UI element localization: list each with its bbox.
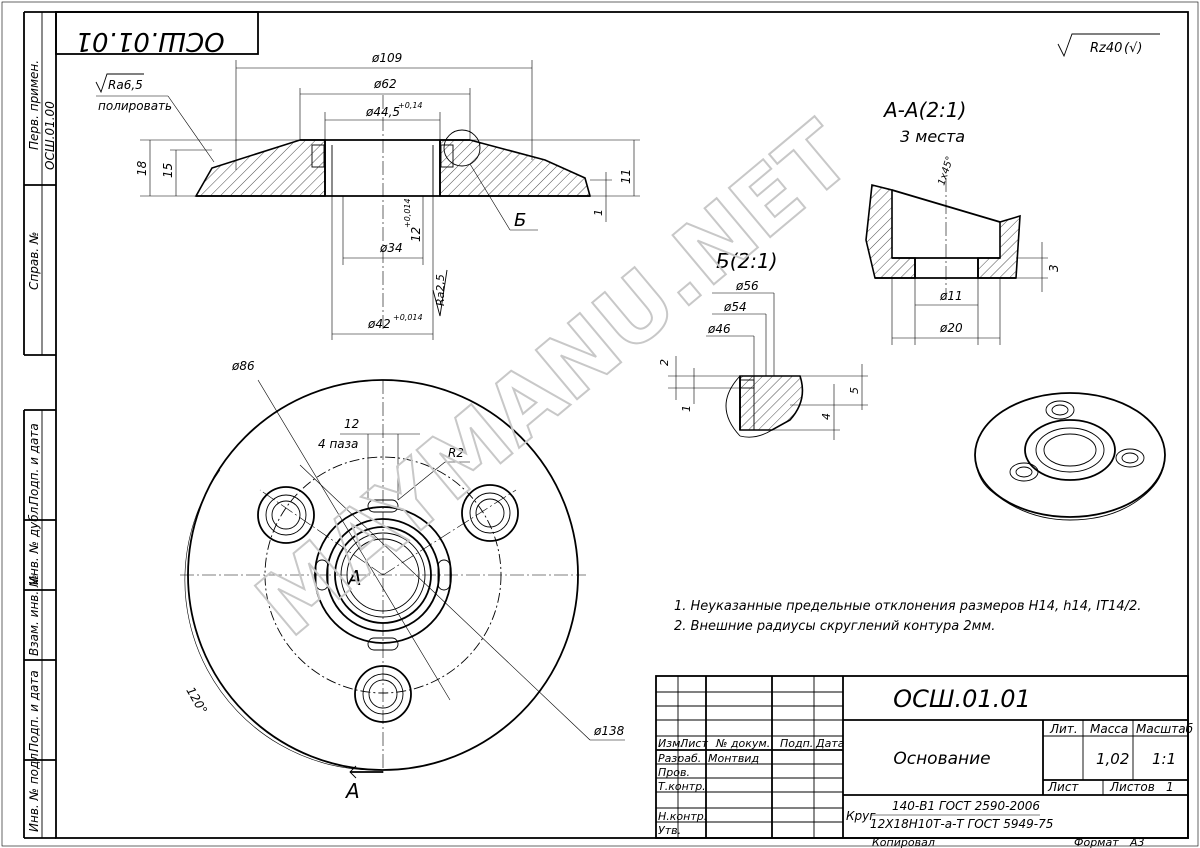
technical-notes: 1. Неуказанные предельные отклонения раз… xyxy=(674,599,1141,634)
detail-b: Б(2:1) ø56 ø54 ø46 2 1 5 4 xyxy=(658,249,868,440)
section-mark-center: А xyxy=(346,566,362,590)
dim-h15: 15 xyxy=(161,163,175,178)
general-roughness: Rz40 (√) xyxy=(1057,33,1160,58)
side-label-first-use: Перв. примен. xyxy=(27,60,41,150)
tb-scale-label: Масштаб xyxy=(1136,722,1194,736)
tb-role-check: Пров. xyxy=(658,766,690,779)
detail-b-v4: 4 xyxy=(820,413,833,420)
tb-format-label: Формат xyxy=(1074,836,1119,848)
rotated-code-box xyxy=(55,11,259,55)
plan-angle: 120° xyxy=(183,685,210,717)
tb-copied: Копировал xyxy=(872,836,935,848)
plan-slot-count: 4 паза xyxy=(318,437,358,451)
plan-slot-width: 12 xyxy=(344,417,359,431)
left-strip: Перв. примен. ОСШ.01.00 Справ. № Подп. и… xyxy=(23,11,57,839)
dim-ra2-5: Ra2,5 xyxy=(434,274,447,306)
dim-d109: ø109 xyxy=(371,51,402,65)
side-label-ref: Справ. № xyxy=(27,232,41,290)
side-label-sign-2: Подп. и дата xyxy=(27,670,41,752)
tb-sheets-label: Листов xyxy=(1109,780,1155,794)
dim-d42: ø42 xyxy=(367,317,391,331)
tb-dev-name: Монтвид xyxy=(708,752,759,765)
detail-b-title: Б(2:1) xyxy=(716,249,778,273)
note-2: 2. Внешние радиусы скруглений контура 2м… xyxy=(674,619,995,634)
section-a-d11: ø11 xyxy=(939,289,963,303)
plan-d86: ø86 xyxy=(231,359,255,373)
note-1: 1. Неуказанные предельные отклонения раз… xyxy=(674,599,1141,614)
tb-mass-label: Масса xyxy=(1090,722,1128,736)
plan-radius: R2 xyxy=(448,446,464,460)
general-roughness-value: Rz40 xyxy=(1090,41,1122,56)
dim-d34: ø34 xyxy=(379,241,403,255)
tb-material-prefix: Круг xyxy=(846,809,876,823)
tb-material-line1: 140-В1 ГОСТ 2590-2006 xyxy=(892,799,1040,813)
tb-sheet-label: Лист xyxy=(1047,780,1079,794)
section-mark-bottom: А xyxy=(344,779,360,803)
side-label-sign-1: Подп. и дата xyxy=(27,423,41,505)
tb-role-tcontrol: Т.контр. xyxy=(658,780,706,793)
section-a-places: 3 места xyxy=(900,127,965,146)
side-label-repl: Взам. инв. № xyxy=(27,575,41,656)
tb-role-approve: Утв. xyxy=(658,824,681,837)
isometric-view xyxy=(974,392,1166,521)
tb-role-ncontrol: Н.контр. xyxy=(658,810,707,823)
detail-b-d54: ø54 xyxy=(723,300,747,314)
tb-col-doc: № докум. xyxy=(715,737,770,750)
dim-d44-5: ø44,5 xyxy=(365,105,400,119)
section-a-v3: 3 xyxy=(1047,264,1061,272)
detail-b-d46: ø46 xyxy=(707,322,731,336)
rotated-doc-code: ОСШ.01.01 xyxy=(75,26,224,56)
dim-ra6-5: Ra6,5 xyxy=(108,78,143,92)
inner-frame xyxy=(55,11,1189,839)
dim-h11: 11 xyxy=(619,169,633,184)
dim-h12-tol: +0,014 xyxy=(403,198,412,228)
tb-lit-label: Лит. xyxy=(1049,722,1078,736)
section-a-d20: ø20 xyxy=(939,321,963,335)
section-a-chamfer: 1x45° xyxy=(936,155,956,187)
side-label-orig: Инв. № подл. xyxy=(27,749,41,832)
general-roughness-suffix: (√) xyxy=(1124,41,1142,56)
tb-col-date: Дата xyxy=(815,737,845,750)
polish-note: полировать xyxy=(98,99,172,113)
tb-col-izm: Изм. xyxy=(658,737,684,750)
tb-scale-value: 1:1 xyxy=(1152,750,1176,768)
dim-d44-5-tol: +0,14 xyxy=(398,101,423,110)
dim-d42-tol: +0,014 xyxy=(393,313,423,322)
plan-d138: ø138 xyxy=(593,724,625,738)
tb-material-line2: 12Х18Н10Т-а-Т ГОСТ 5949-75 xyxy=(870,817,1053,831)
detail-b-d56: ø56 xyxy=(735,279,759,293)
tb-sheets-value: 1 xyxy=(1166,780,1174,794)
tb-format-value: А3 xyxy=(1129,836,1145,848)
tb-designation: ОСШ.01.01 xyxy=(893,685,1031,713)
tb-mass-value: 1,02 xyxy=(1096,750,1129,768)
dim-d62: ø62 xyxy=(373,77,397,91)
dim-h1: 1 xyxy=(592,209,605,216)
tb-col-sign: Подп. xyxy=(780,737,813,750)
section-a-a: А-А(2:1) 3 места 1x45° ø11 ø20 3 xyxy=(865,98,1061,345)
detail-b-v5: 5 xyxy=(848,387,861,394)
dim-h12: 12 xyxy=(409,227,423,242)
section-a-title: А-А(2:1) xyxy=(882,98,966,122)
plan-view: А А ø86 ø138 12 4 паза R2 120° xyxy=(180,359,625,803)
title-block: Изм. Лист № докум. Подп. Дата Разраб. Мо… xyxy=(655,675,1194,848)
first-use-code: ОСШ.01.00 xyxy=(43,101,57,170)
tb-col-list: Лист xyxy=(679,737,708,750)
side-label-dup: Инв. № дубл. xyxy=(27,503,41,585)
detail-b-v2: 2 xyxy=(658,359,671,366)
view-b-marker: Б xyxy=(514,210,526,231)
tb-part-name: Основание xyxy=(893,749,990,769)
dim-h18: 18 xyxy=(135,160,149,176)
detail-b-v1: 1 xyxy=(680,405,693,412)
main-section-view: ø109 ø62 ø44,5 +0,14 18 15 11 1 ø34 12 xyxy=(95,51,640,340)
tb-role-dev: Разраб. xyxy=(658,752,701,765)
